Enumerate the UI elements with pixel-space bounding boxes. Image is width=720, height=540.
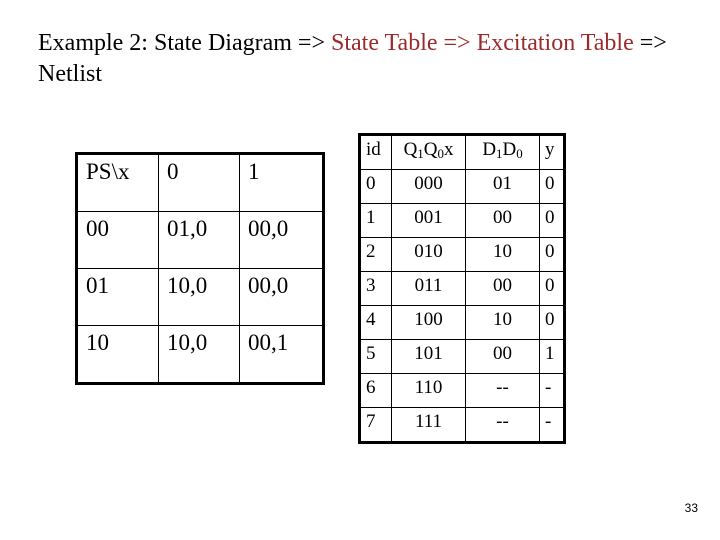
excitation-cell-id: 1 [359, 203, 392, 238]
excitation-cell-id: 3 [359, 271, 392, 306]
state-table: PS\x 0 1 00 01,0 00,0 01 10,0 00,0 10 10… [75, 152, 325, 385]
excitation-cell-id: 4 [359, 305, 392, 340]
state-table-cell-x0: 01,0 [158, 211, 240, 269]
state-table-cell-x1: 00,0 [239, 211, 324, 269]
table-header-row: PS\x 0 1 [76, 153, 324, 212]
excitation-cell-y: 0 [539, 169, 565, 204]
excitation-cell-id: 7 [359, 407, 392, 443]
header-x: x [443, 139, 454, 160]
excitation-cell-y: 0 [539, 237, 565, 272]
title-segment-black-2: => Netlist [38, 30, 667, 87]
header-q1-main: Q [403, 139, 418, 160]
header-d1-main: D [482, 139, 497, 160]
excitation-table: id Q1Q0x D1D0 y 0 000 01 0 1 001 00 0 2 … [358, 133, 566, 444]
excitation-cell-id: 2 [359, 237, 392, 272]
state-table-cell-ps: 00 [76, 211, 159, 269]
table-row: 2 010 10 0 [359, 237, 565, 272]
state-table-header-ps: PS\x [76, 153, 159, 212]
table-row: 7 111 -- - [359, 407, 565, 443]
header-d0-main: D [502, 139, 517, 160]
state-table-cell-ps: 01 [76, 268, 159, 326]
excitation-cell-y: 1 [539, 339, 565, 374]
excitation-cell-id: 6 [359, 373, 392, 408]
state-table-cell-ps: 10 [76, 325, 159, 384]
header-d1-sub: 1 [496, 145, 503, 161]
excitation-cell-inputs: 101 [391, 339, 466, 374]
excitation-cell-y: - [539, 407, 565, 443]
table-row: 1 001 00 0 [359, 203, 565, 238]
excitation-cell-outputs: 01 [465, 169, 540, 204]
excitation-cell-inputs: 000 [391, 169, 466, 204]
excitation-cell-outputs: -- [465, 373, 540, 408]
excitation-cell-outputs: -- [465, 407, 540, 443]
excitation-cell-y: 0 [539, 271, 565, 306]
excitation-cell-y: 0 [539, 203, 565, 238]
excitation-cell-inputs: 011 [391, 271, 466, 306]
excitation-cell-outputs: 10 [465, 305, 540, 340]
excitation-table-header-outputs: D1D0 [465, 134, 540, 170]
table-row: 4 100 10 0 [359, 305, 565, 340]
excitation-cell-inputs: 110 [391, 373, 466, 408]
state-table-cell-x1: 00,0 [239, 268, 324, 326]
excitation-cell-inputs: 010 [391, 237, 466, 272]
table-row: 10 10,0 00,1 [76, 325, 324, 384]
table-row: 6 110 -- - [359, 373, 565, 408]
excitation-cell-inputs: 111 [391, 407, 466, 443]
excitation-cell-inputs: 001 [391, 203, 466, 238]
table-row: 00 01,0 00,0 [76, 211, 324, 269]
table-row: 3 011 00 0 [359, 271, 565, 306]
state-table-cell-x1: 00,1 [239, 325, 324, 384]
excitation-cell-outputs: 00 [465, 339, 540, 374]
header-d0-sub: 0 [516, 145, 523, 161]
page-title: Example 2: State Diagram => State Table … [38, 28, 688, 90]
page-number: 33 [684, 501, 698, 515]
title-segment-red: State Table => Excitation Table [331, 30, 640, 56]
table-row: 5 101 00 1 [359, 339, 565, 374]
state-table-cell-x0: 10,0 [158, 325, 240, 384]
state-table-header-x0: 0 [158, 153, 240, 212]
title-segment-black-1: Example 2: State Diagram => [38, 30, 331, 56]
header-q1-sub: 1 [417, 145, 424, 161]
excitation-cell-y: - [539, 373, 565, 408]
header-q0-sub: 0 [437, 145, 444, 161]
excitation-cell-outputs: 00 [465, 203, 540, 238]
excitation-cell-inputs: 100 [391, 305, 466, 340]
table-row: 01 10,0 00,0 [76, 268, 324, 326]
state-table-header-x1: 1 [239, 153, 324, 212]
table-row: 0 000 01 0 [359, 169, 565, 204]
excitation-cell-y: 0 [539, 305, 565, 340]
table-header-row: id Q1Q0x D1D0 y [359, 134, 565, 170]
excitation-table-header-inputs: Q1Q0x [391, 134, 466, 170]
state-table-cell-x0: 10,0 [158, 268, 240, 326]
excitation-cell-outputs: 00 [465, 271, 540, 306]
excitation-table-header-id: id [359, 134, 392, 170]
excitation-cell-id: 5 [359, 339, 392, 374]
excitation-cell-id: 0 [359, 169, 392, 204]
excitation-cell-outputs: 10 [465, 237, 540, 272]
header-q0-main: Q [423, 139, 438, 160]
excitation-table-header-y: y [539, 134, 565, 170]
